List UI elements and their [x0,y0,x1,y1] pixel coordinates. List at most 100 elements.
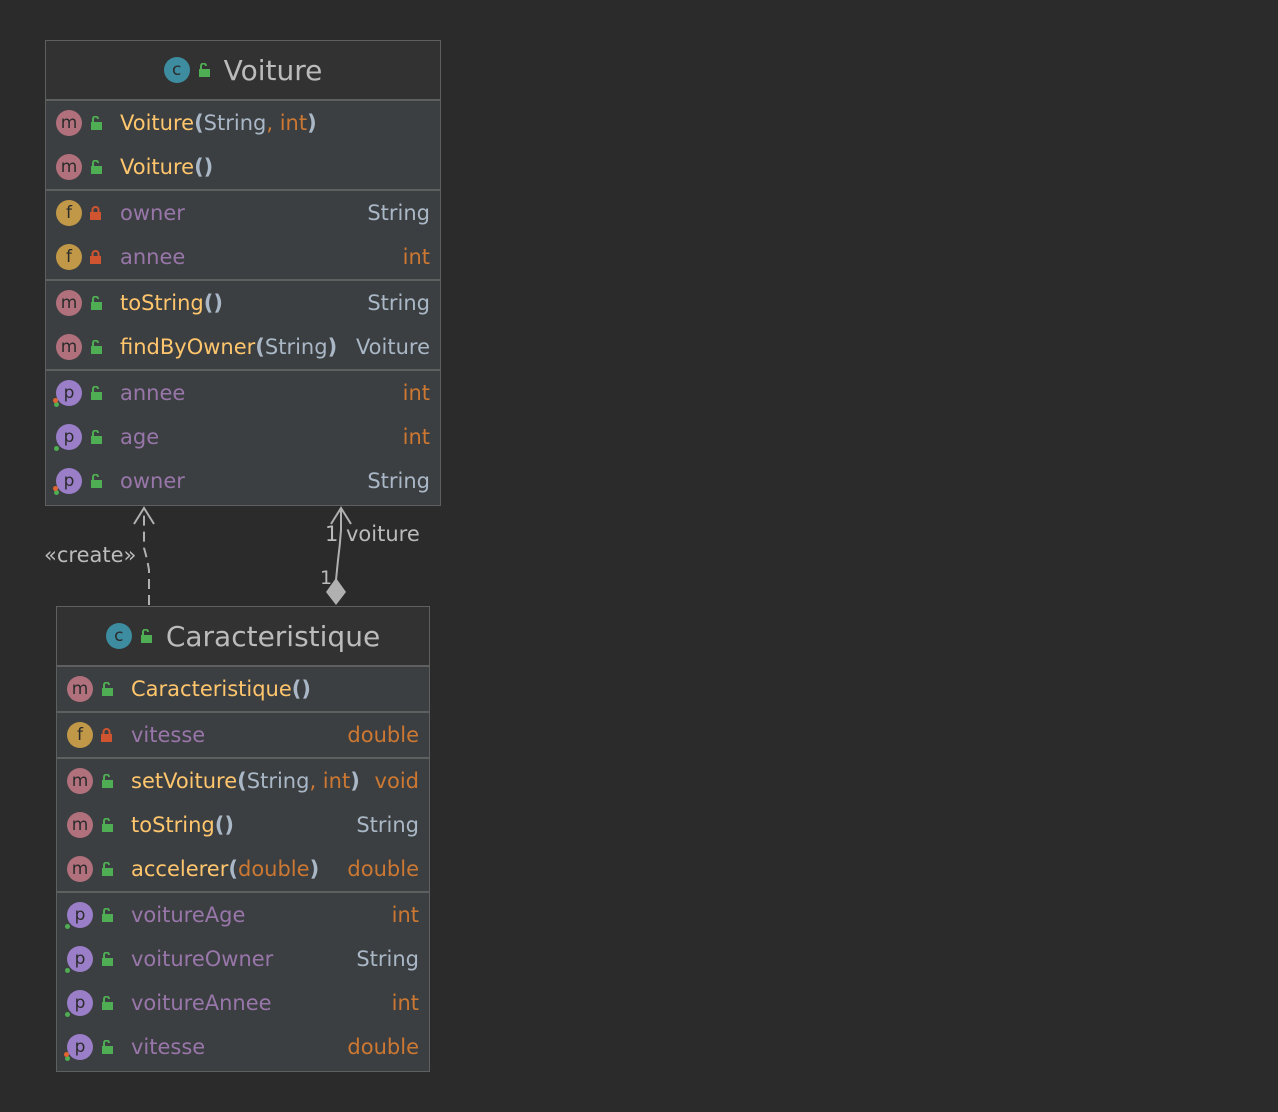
locked-icon [89,206,102,220]
voiture-field-owner-type: String [367,201,430,225]
voiture-method-tostring-type: String [367,291,430,315]
method-icon: m [67,768,93,794]
voiture-constructor-voiture-param: String [203,111,267,135]
create-dependency-arrowhead [133,506,155,525]
caracteristique-method-accelerer-close-paren: ) [309,857,320,881]
caracteristique-method-tostring-name: toString [131,813,215,837]
caracteristique-method-accelerer-open-paren: ( [228,857,238,881]
getter-dot-icon [54,490,59,495]
caracteristique-field-vitesse-name: vitesse [131,723,206,747]
unlocked-icon [100,996,113,1010]
assoc-role-label: voiture [346,522,420,546]
caracteristique-method-accelerer-param: double [237,857,310,881]
create-dependency-line [143,510,150,605]
setter-dot-icon [53,398,58,403]
caracteristique-method-setvoiture-name: setVoiture [131,769,238,793]
caracteristique-propertie-voitureannee-type: int [391,991,419,1015]
voiture-class-name: Voiture [223,53,323,87]
voiture-constructor-voiture-name: Voiture [120,111,195,135]
property-icon: p [65,946,93,973]
caracteristique-method-accelerer-signature: accelerer(double) [131,857,319,881]
caracteristique-method-tostring-close-paren: ) [224,813,234,837]
caracteristique-method-setvoiture-signature: setVoiture(String, int) [131,769,360,793]
voiture-constructor-voiture-close-paren: ) [307,111,317,135]
unlocked-icon [89,386,102,400]
caracteristique-constructors-section: m Caracteristique() [57,667,429,713]
assoc-target-multiplicity: 1 [325,522,339,546]
unlocked-icon [89,474,102,488]
method-icon: m [67,676,93,702]
caracteristique-constructor-caracteristique[interactable]: m Caracteristique() [57,667,429,711]
unlocked-icon [89,160,102,174]
caracteristique-propertie-voitureage-type: int [391,903,419,927]
caracteristique-field-vitesse-type: double [347,723,419,747]
setter-dot-icon [64,1052,69,1057]
voiture-propertie-annee-type: int [402,381,430,405]
unlocked-icon [100,952,113,966]
method-icon: m [67,856,93,882]
caracteristique-method-accelerer-type: double [347,857,419,881]
property-icon: p [53,468,82,495]
unlocked-icon [100,774,113,788]
getter-dot-icon [65,1012,70,1017]
unlocked-icon [89,430,102,444]
voiture-field-annee-name: annee [120,245,186,269]
property-icon: p [54,424,82,451]
unlocked-icon [89,116,102,130]
voiture-method-tostring-open-paren: ( [203,291,214,315]
caracteristique-method-setvoiture-param: String [246,769,310,793]
method-icon: m [67,812,93,838]
getter-dot-icon [54,446,59,451]
caracteristique-method-setvoiture-comma: , [309,769,323,793]
voiture-constructor-voiture-close-paren: ) [203,155,214,179]
caracteristique-method-setvoiture-close-paren: ) [350,769,360,793]
caracteristique-propertie-vitesse-type: double [347,1035,419,1059]
caracteristique-constructor-caracteristique-close-paren: ) [301,677,311,701]
voiture-constructor-voiture-param: int [279,111,308,135]
method-icon: m [56,290,82,316]
setter-dot-icon [53,486,58,491]
voiture-method-findbyowner-signature: findByOwner(String) [120,335,337,359]
field-icon: f [56,244,82,270]
voiture-constructor-voiture-signature: Voiture(String, int) [120,111,317,135]
getter-dot-icon [65,924,70,929]
voiture-method-findbyowner-close-paren: ) [327,335,338,359]
caracteristique-constructor-caracteristique-signature: Caracteristique() [131,677,311,701]
voiture-method-findbyowner-param: String [264,335,328,359]
property-icon: p [65,990,93,1017]
unlocked-icon [100,682,113,696]
unlocked-icon [89,340,102,354]
method-icon: m [56,154,82,180]
voiture-propertie-owner-type: String [367,469,430,493]
assoc-source-multiplicity: 1 [320,567,333,589]
composition-arrowhead [330,506,352,525]
voiture-propertie-age-type: int [402,425,430,449]
locked-icon [100,728,113,742]
